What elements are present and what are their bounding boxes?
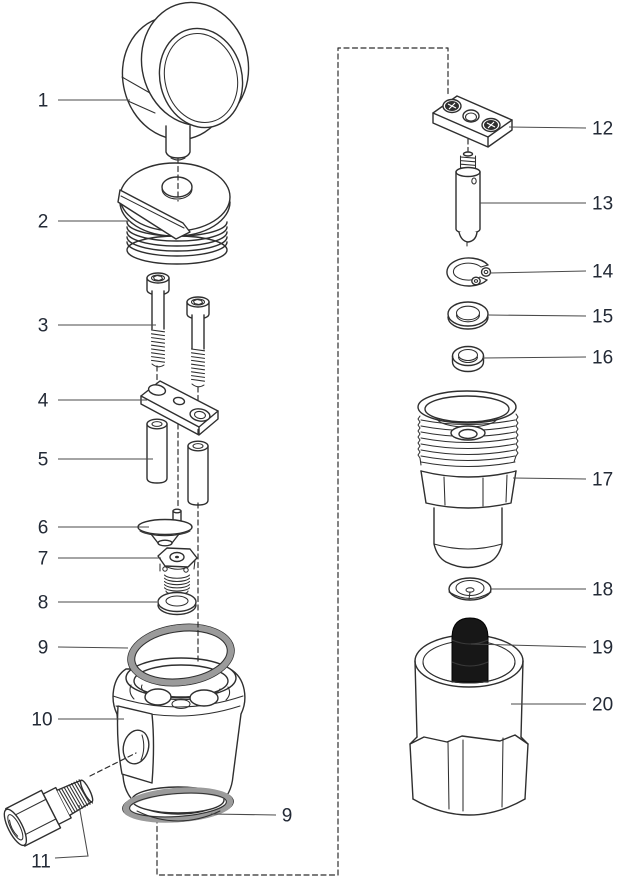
filter-support-front — [409, 660, 529, 816]
retaining-ring — [446, 257, 492, 287]
callout-4: 4 — [38, 391, 49, 412]
valve-seat — [157, 547, 198, 595]
valve-poppet — [137, 508, 193, 547]
valve-stem — [455, 151, 481, 247]
callout-10: 10 — [31, 710, 52, 731]
callout-17: 17 — [592, 470, 613, 491]
callout-1: 1 — [38, 91, 49, 112]
callout-7: 7 — [38, 549, 49, 570]
pressure-cap — [117, 162, 231, 265]
callout-14: 14 — [592, 262, 614, 283]
cap-slot-ridge — [117, 189, 191, 240]
gasket-washer — [157, 591, 197, 616]
cap-center-hole — [161, 176, 193, 198]
gauge-housing — [121, 1, 250, 161]
callout-3: 3 — [38, 316, 49, 337]
seal-ring — [451, 345, 485, 373]
callout-9-bottom: 9 — [282, 806, 293, 827]
filter-bowl — [417, 390, 519, 569]
gauge-stem — [165, 125, 191, 159]
callout-9-top: 9 — [38, 638, 49, 659]
callout-2: 2 — [38, 212, 49, 233]
o-ring-bottom — [122, 787, 234, 823]
assembly-axis-frame — [156, 47, 449, 876]
o-ring-top — [127, 623, 235, 687]
callout-5: 5 — [38, 450, 49, 471]
gauge-block — [432, 95, 513, 148]
callout-19: 19 — [592, 638, 613, 659]
callout-20: 20 — [592, 695, 613, 716]
callout-15: 15 — [592, 307, 613, 328]
callout-6: 6 — [38, 518, 49, 539]
filter-element — [451, 617, 489, 683]
filter-housing-body — [112, 657, 246, 815]
callout-labels: 1 2 3 4 5 6 7 8 9 10 11 9 12 13 14 15 16… — [31, 91, 613, 873]
leader-lines — [54, 99, 587, 859]
clamp-plate — [140, 380, 219, 436]
callout-8: 8 — [38, 593, 49, 614]
valve-seal — [448, 577, 492, 601]
housing-bottom-lip — [136, 810, 221, 822]
inlet-fitting — [3, 779, 94, 847]
callout-12: 12 — [592, 119, 613, 140]
cap-screws — [146, 272, 210, 388]
callout-18: 18 — [592, 580, 613, 601]
callout-11: 11 — [31, 852, 51, 873]
fitting-axis-dashed — [89, 752, 137, 777]
callout-13: 13 — [592, 194, 613, 215]
callout-16: 16 — [592, 348, 613, 369]
flat-washer — [447, 301, 489, 330]
